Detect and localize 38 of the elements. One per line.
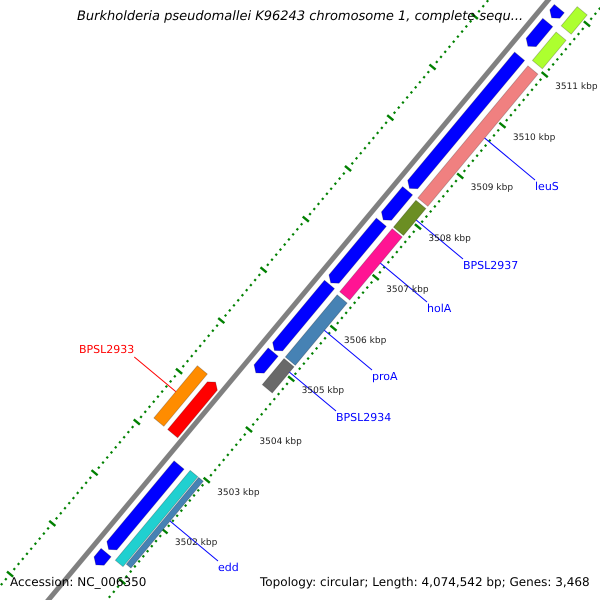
scale-label: 3509 kbp (470, 182, 514, 196)
gene-bar (94, 548, 112, 566)
scale-label: 3507 kbp (386, 284, 429, 297)
scale-label: 3502 kbp (174, 537, 218, 550)
gene-label: BPSL2933 (79, 343, 134, 357)
scale-label: 3511 kbp (555, 80, 598, 94)
summary-text: Topology: circular; Length: 4,074,542 bp; Genes: 3,468 (260, 575, 590, 589)
gene-label: BPSL2934 (336, 411, 392, 425)
scale-label: 3504 kbp (259, 436, 302, 449)
gene-bar (167, 381, 218, 438)
leader-line (324, 330, 372, 370)
gene-bar (328, 218, 387, 284)
leader-line (134, 356, 176, 392)
gene-bar (114, 470, 198, 568)
scale-label: 3503 kbp (217, 486, 260, 500)
leader-line (289, 372, 336, 412)
gene-label: edd (218, 561, 239, 575)
leader-line (170, 520, 218, 562)
leader-line (380, 262, 428, 302)
gene-label: leuS (535, 180, 559, 194)
gene-bar (549, 4, 565, 19)
gene-bar (560, 6, 588, 35)
gene-label: proA (372, 370, 398, 384)
scale-label: 3510 kbp (512, 132, 556, 145)
gene-bar (254, 347, 279, 374)
chart-title: Burkholderia pseudomallei K96243 chromosome 1, complete sequ... (77, 10, 524, 24)
gene-label: holA (427, 302, 452, 316)
scale-label: 3506 kbp (344, 334, 386, 348)
gene-bar (381, 186, 414, 221)
gene-bar (153, 365, 208, 427)
gene-bar (526, 18, 554, 48)
gene-bar (392, 200, 426, 236)
gene-label: BPSL2937 (463, 259, 518, 273)
gene-bar (532, 31, 567, 70)
leader-line (416, 220, 464, 260)
gene-bar (272, 280, 336, 352)
leader-line (484, 138, 536, 180)
gene-bar (262, 358, 295, 394)
